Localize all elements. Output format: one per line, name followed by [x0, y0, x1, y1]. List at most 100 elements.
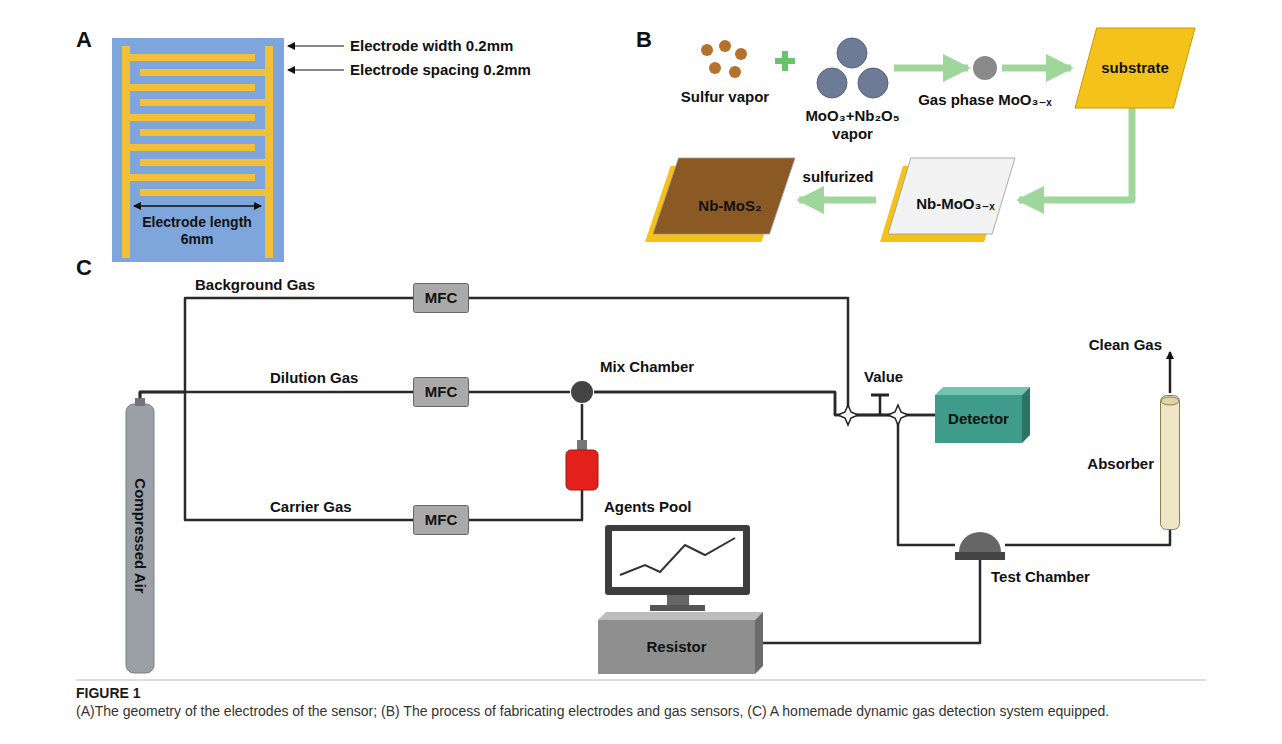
process-node: Nb-MoS₂	[645, 158, 795, 242]
process-arrow	[1019, 108, 1132, 200]
mfc-box	[414, 284, 469, 313]
sulfur-particle	[735, 48, 747, 60]
process-node: Detector	[935, 387, 1030, 443]
node-shape	[972, 55, 998, 81]
box-top	[598, 612, 763, 620]
node-label: Nb-MoO₃₋ₓ	[916, 195, 995, 213]
sulfur-particle	[709, 62, 721, 74]
process-node: Test Chamber	[955, 530, 1005, 560]
plus-sign	[782, 51, 788, 71]
box-side	[1022, 387, 1030, 443]
panel-letter: B	[636, 28, 652, 52]
process-node: substrate	[1075, 28, 1195, 108]
process-node: Agents Pool	[564, 440, 600, 490]
process-node: Sulfur vapor	[695, 40, 755, 80]
node-label: Mix Chamber	[600, 358, 694, 376]
node-label: Agents Pool	[604, 498, 692, 516]
chamber-base	[955, 552, 1005, 560]
edge-label: Background Gas	[195, 276, 315, 294]
electrode-finger	[140, 159, 273, 166]
node-shape	[564, 440, 600, 490]
electrode-finger	[140, 189, 273, 196]
gas-pipe	[594, 392, 955, 545]
electrode-finger	[122, 54, 255, 61]
film-shape	[653, 158, 795, 234]
absorber-tube	[1161, 396, 1180, 530]
node-label: Detector	[948, 410, 1009, 428]
mfc-box	[414, 378, 469, 407]
substrate-shape	[1075, 28, 1195, 108]
oxide-particle	[837, 38, 867, 68]
absorber-top	[1161, 397, 1179, 405]
electrode-finger	[122, 144, 255, 151]
node-label: substrate	[1101, 59, 1169, 77]
gas-pipe	[469, 298, 935, 415]
electrode-finger	[122, 84, 255, 91]
oxide-particle	[817, 68, 847, 98]
process-node: MFC	[413, 377, 469, 407]
gas-cylinder	[126, 404, 154, 673]
node-shape	[695, 40, 755, 80]
gas-pipe	[594, 392, 935, 415]
node-label: Absorber	[1087, 455, 1154, 473]
dimension-arrow	[134, 205, 261, 207]
node-shape	[1160, 395, 1180, 530]
node-shape	[815, 35, 890, 101]
edge-label: Dilution Gas	[270, 369, 358, 387]
edge-label: Carrier Gas	[270, 498, 352, 516]
process-node: Compressed Air	[126, 398, 154, 673]
process-node: Absorber	[1160, 395, 1180, 530]
box-front	[935, 395, 1022, 443]
gas-particle	[973, 56, 997, 80]
box-side	[755, 612, 763, 674]
mfc-box	[414, 506, 469, 535]
annotation: Clean Gas	[1062, 336, 1162, 354]
panel-letter: C	[76, 256, 92, 280]
electrode-finger	[140, 69, 273, 76]
electrode-finger	[140, 99, 273, 106]
monitor-foot	[650, 605, 705, 611]
sensor-substrate	[112, 38, 284, 262]
gas-pipe	[469, 490, 582, 520]
chamber-dome	[959, 532, 1001, 552]
sulfur-particle	[729, 66, 741, 78]
process-node: Mix Chamber	[570, 380, 594, 404]
figure-caption: (A)The geometry of the electrodes of the…	[76, 703, 1201, 720]
panel-letter: A	[76, 28, 92, 52]
monitor-screen	[612, 531, 743, 587]
annotation: Electrode length 6mm	[134, 214, 260, 248]
monitor-stand	[667, 595, 689, 605]
node-label: Compressed Air	[131, 478, 149, 593]
process-node: Gas phase MoO₃₋ₓ	[972, 55, 998, 81]
node-label: MoO₃+Nb₂O₅ vapor	[793, 107, 913, 143]
gas-pipe	[1005, 530, 1170, 545]
node-label: MFC	[425, 383, 458, 401]
node-shape	[570, 380, 594, 404]
gas-pipe	[581, 404, 584, 440]
electrode-finger	[140, 129, 273, 136]
annotation: Electrode spacing 0.2mm	[350, 61, 531, 79]
bus-bar	[265, 46, 273, 258]
box-front	[598, 620, 755, 674]
sulfur-particle	[719, 40, 731, 52]
node-label: MFC	[425, 511, 458, 529]
junction-star	[888, 405, 908, 425]
cylinder-valve	[135, 398, 145, 406]
mix-chamber	[571, 381, 593, 403]
caption-rule	[76, 680, 1206, 681]
node-label: MFC	[425, 289, 458, 307]
process-arrow	[1002, 65, 1071, 72]
process-node: Nb-MoO₃₋ₓ	[880, 158, 1015, 242]
gas-pipe	[763, 560, 980, 643]
electrode-finger	[122, 114, 255, 121]
electrode-finger	[122, 174, 255, 181]
junction-star	[838, 405, 858, 425]
process-arrow	[894, 65, 968, 72]
exhaust-arrow	[1169, 352, 1172, 393]
figure-title: FIGURE 1	[76, 685, 141, 702]
node-label: Resistor	[646, 638, 706, 656]
process-arrow	[799, 197, 876, 204]
node-shape	[955, 530, 1005, 560]
edge-label: sulfurized	[803, 168, 874, 186]
node-label: Test Chamber	[991, 568, 1090, 586]
